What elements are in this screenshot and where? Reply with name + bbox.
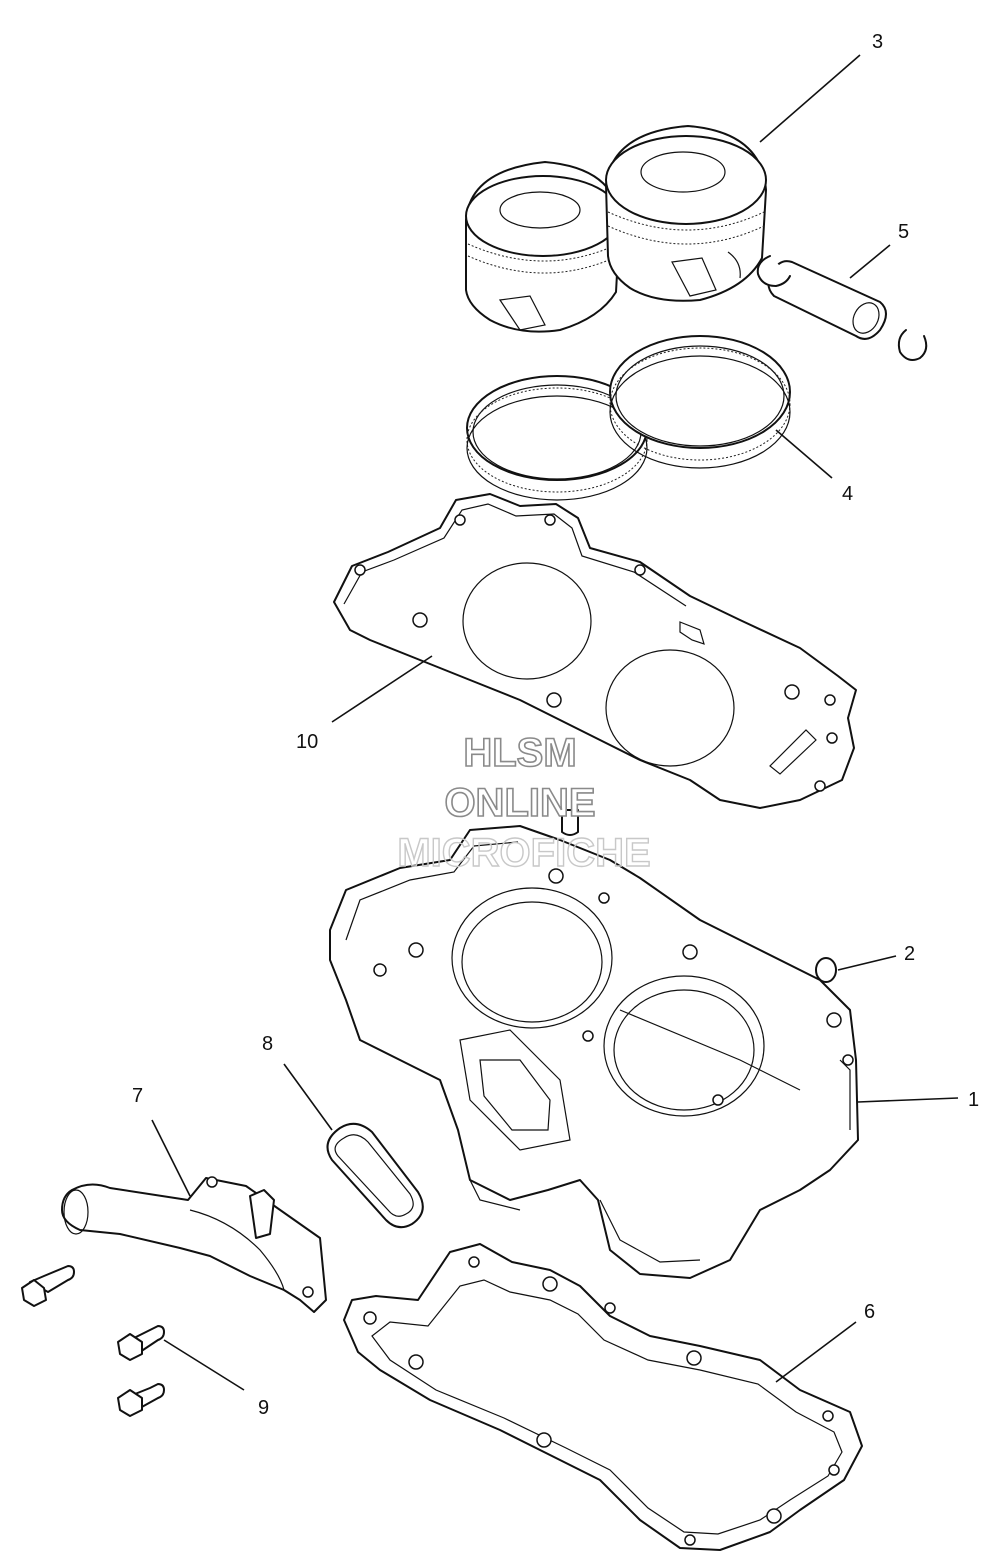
watermark-line-1: HLSM	[463, 731, 576, 775]
circlip-right[interactable]	[897, 329, 928, 361]
circlip-left[interactable]	[756, 255, 791, 287]
piston-left[interactable]	[465, 161, 621, 333]
callout-2: 2	[904, 943, 915, 965]
callout-8: 8	[262, 1033, 273, 1055]
cylinder-block[interactable]	[329, 825, 859, 1279]
dowel-pin[interactable]	[561, 809, 579, 836]
watermark-line-3: MICROFICHE	[397, 831, 650, 875]
piston-rings-left[interactable]	[466, 375, 648, 501]
callout-3: 3	[872, 31, 883, 53]
thermostat-housing[interactable]	[61, 1176, 327, 1313]
callout-6: 6	[864, 1301, 875, 1323]
callout-4: 4	[842, 483, 853, 505]
callout-7: 7	[132, 1085, 143, 1107]
thermostat-gasket[interactable]	[326, 1122, 424, 1229]
base-gasket[interactable]	[343, 1243, 863, 1551]
callout-5: 5	[898, 221, 909, 243]
callout-labels: 1 2 3 4 5 6 7 8 9 10	[132, 31, 979, 1419]
o-ring-small[interactable]	[815, 957, 837, 983]
head-gasket[interactable]	[333, 493, 857, 809]
callout-9: 9	[258, 1397, 269, 1419]
watermark-line-2: ONLINE	[444, 781, 595, 825]
bolt-3[interactable]	[117, 1383, 165, 1417]
callout-10: 10	[296, 731, 318, 753]
leader-lines	[151, 54, 959, 1391]
bolt-2[interactable]	[117, 1325, 165, 1361]
watermark: HLSM ONLINE MICROFICHE	[397, 730, 652, 876]
callout-1: 1	[968, 1089, 979, 1111]
piston-rings-right[interactable]	[609, 335, 791, 469]
piston-right[interactable]	[605, 125, 767, 302]
bolt-1[interactable]	[21, 1265, 75, 1307]
